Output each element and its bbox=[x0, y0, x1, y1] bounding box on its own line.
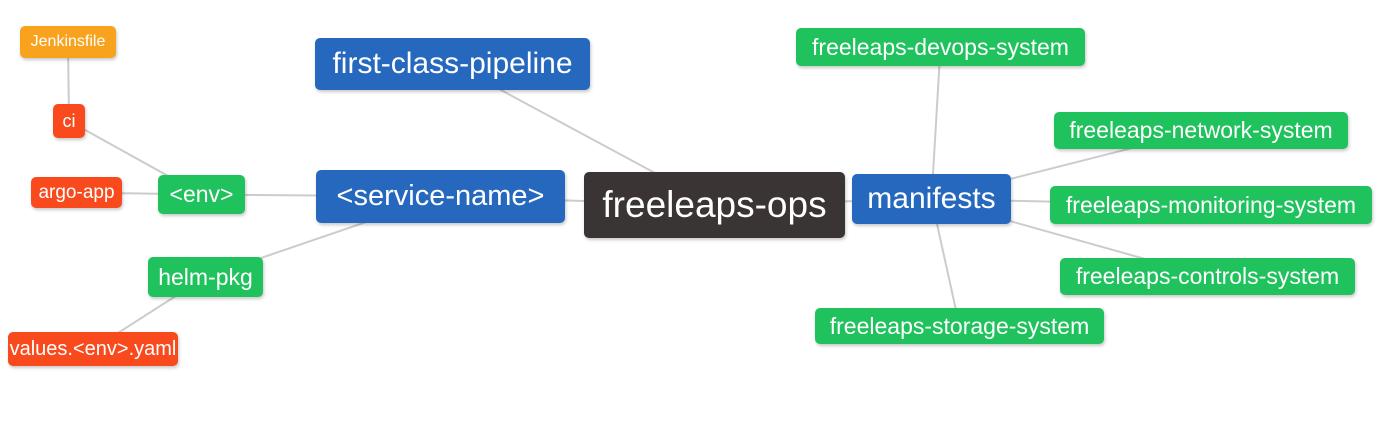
node-helm-pkg[interactable]: helm-pkg bbox=[148, 257, 263, 297]
node-manifests[interactable]: manifests bbox=[852, 174, 1011, 224]
node-argo-app[interactable]: argo-app bbox=[31, 177, 122, 208]
node-ci[interactable]: ci bbox=[53, 104, 85, 138]
edge-manifests-freeleaps-devops-system bbox=[930, 46, 942, 200]
node-values-env-yaml[interactable]: values.<env>.yaml bbox=[8, 332, 178, 366]
node-jenkinsfile[interactable]: Jenkinsfile bbox=[20, 26, 116, 58]
node-freeleaps-network-system[interactable]: freeleaps-network-system bbox=[1054, 112, 1348, 149]
node-first-class-pipeline[interactable]: first-class-pipeline bbox=[315, 38, 590, 90]
node-freeleaps-controls-system[interactable]: freeleaps-controls-system bbox=[1060, 258, 1355, 295]
node-freeleaps-devops-system[interactable]: freeleaps-devops-system bbox=[796, 28, 1085, 66]
node-freeleaps-monitoring-system[interactable]: freeleaps-monitoring-system bbox=[1050, 186, 1372, 224]
node-freeleaps-storage-system[interactable]: freeleaps-storage-system bbox=[815, 308, 1104, 344]
node-env[interactable]: <env> bbox=[158, 175, 245, 214]
node-service-name[interactable]: <service-name> bbox=[316, 170, 565, 223]
node-freeleaps-ops[interactable]: freeleaps-ops bbox=[584, 172, 845, 238]
